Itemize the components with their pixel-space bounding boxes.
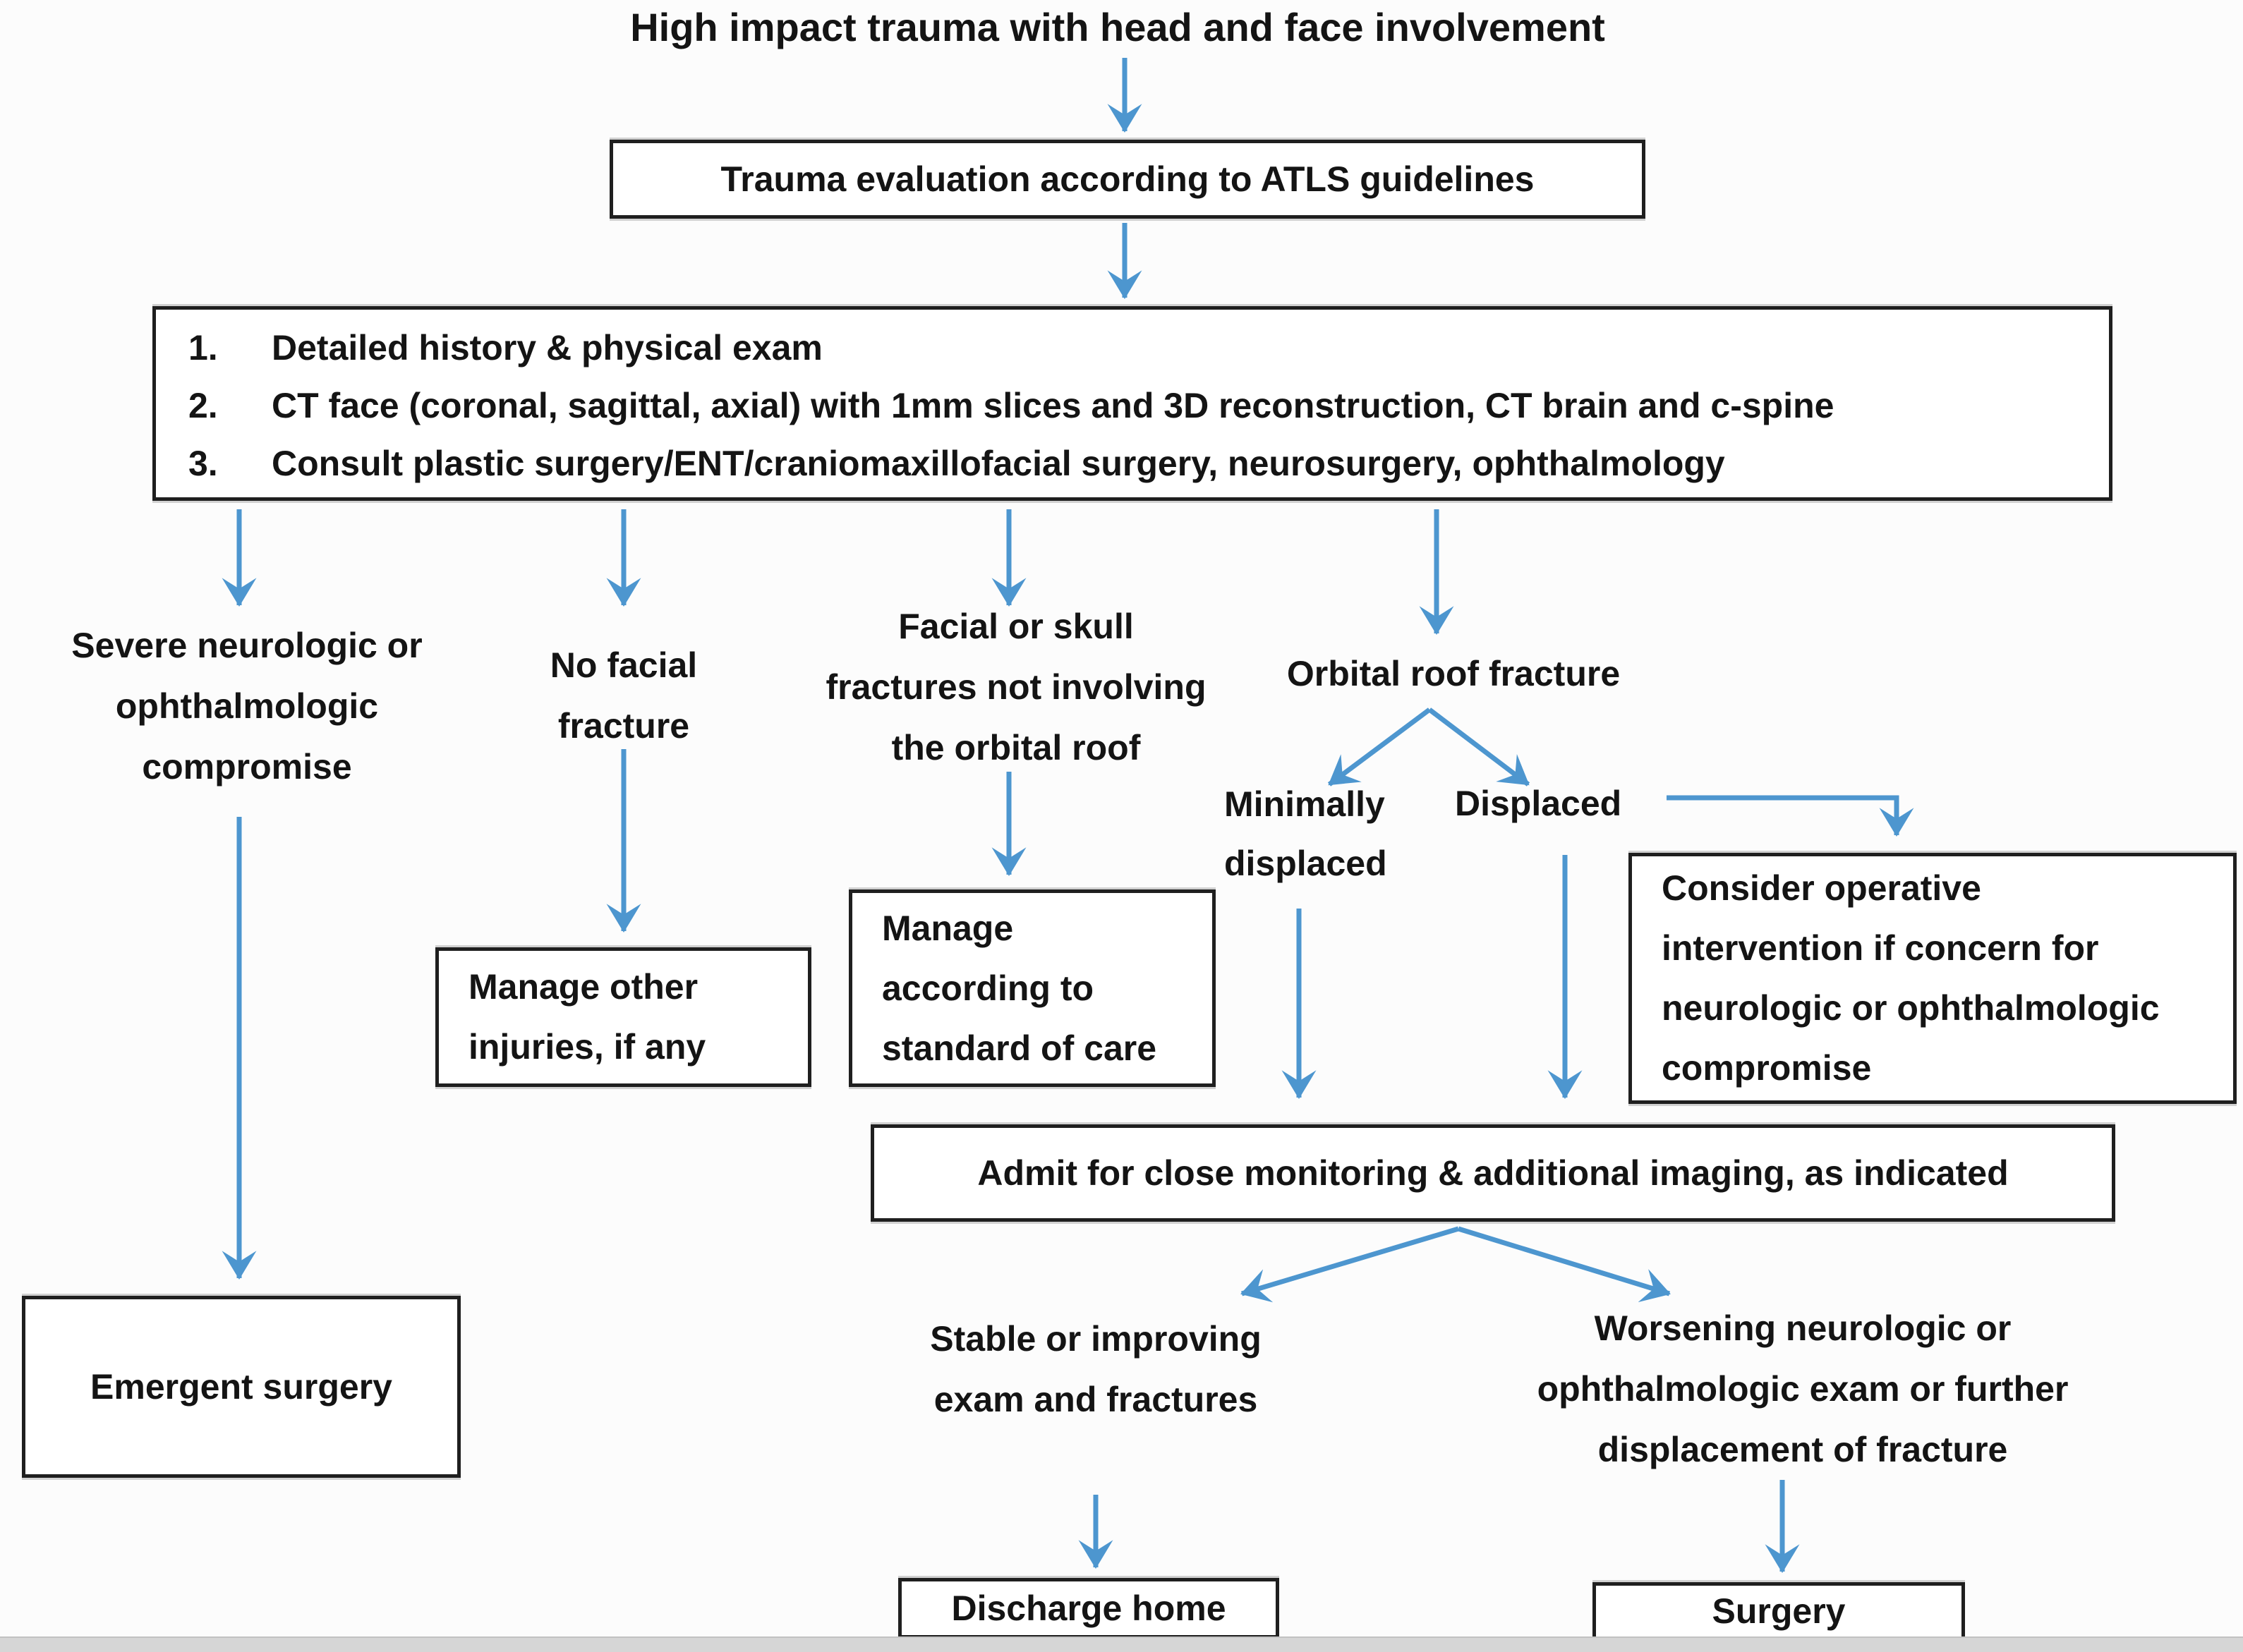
workup-item: 2. CT face (coronal, sagittal, axial) wi… bbox=[188, 377, 2081, 435]
workup-item-number: 1. bbox=[188, 328, 218, 368]
label-line: Stable or improving bbox=[930, 1319, 1262, 1359]
bottom-edge-strip bbox=[0, 1636, 2243, 1652]
node-surgery-label: Surgery bbox=[1712, 1591, 1846, 1631]
workup-item: 1. Detailed history & physical exam bbox=[188, 319, 2081, 377]
label-stable-improving: Stable or improving exam and fractures bbox=[870, 1308, 1322, 1430]
workup-item-text: Detailed history & physical exam bbox=[272, 328, 823, 368]
label-line: exam and fractures bbox=[933, 1380, 1258, 1419]
label-severe-compromise: Severe neurologic or ophthalmologic comp… bbox=[21, 615, 473, 797]
label-line: Severe neurologic or bbox=[71, 626, 423, 665]
label-worsening-exam: Worsening neurologic or ophthalmologic e… bbox=[1485, 1298, 2120, 1480]
node-workup: 1. Detailed history & physical exam 2. C… bbox=[152, 306, 2112, 501]
label-line: fractures not involving bbox=[826, 667, 1207, 707]
label-line: Facial or skull bbox=[898, 607, 1134, 646]
workup-item-number: 2. bbox=[188, 386, 218, 425]
node-line: Manage other bbox=[468, 967, 699, 1007]
node-emergent-surgery-label: Emergent surgery bbox=[90, 1366, 392, 1407]
workup-list: 1. Detailed history & physical exam 2. C… bbox=[156, 302, 2109, 505]
label-no-facial-fracture: No facial fracture bbox=[483, 635, 765, 756]
label-orbital-roof-fracture: Orbital roof fracture bbox=[1286, 654, 1621, 693]
node-line: compromise bbox=[1662, 1048, 1872, 1088]
node-admit-label: Admit for close monitoring & additional … bbox=[977, 1153, 2009, 1193]
workup-item-text: Consult plastic surgery/ENT/craniomaxill… bbox=[272, 444, 1725, 483]
node-line: neurologic or ophthalmologic bbox=[1662, 988, 2160, 1028]
label-minimally-displaced: Minimally displaced bbox=[1224, 775, 1520, 893]
node-line: Consider operative bbox=[1662, 868, 1981, 908]
label-line: ophthalmologic exam or further bbox=[1537, 1369, 2069, 1409]
node-discharge-home: Discharge home bbox=[898, 1578, 1279, 1639]
arrow-orbital-to-minimally bbox=[1327, 707, 1432, 786]
label-line: Minimally bbox=[1224, 784, 1385, 824]
arrow-admit-to-worsening bbox=[1457, 1226, 1671, 1303]
node-surgery: Surgery bbox=[1592, 1582, 1965, 1640]
label-line: compromise bbox=[142, 747, 352, 786]
label-line: fracture bbox=[557, 706, 690, 746]
node-atls: Trauma evaluation according to ATLS guid… bbox=[610, 140, 1645, 219]
label-displaced: Displaced bbox=[1455, 784, 1622, 823]
arrow-admit-to-stable bbox=[1240, 1226, 1460, 1303]
node-emergent-surgery: Emergent surgery bbox=[22, 1296, 461, 1478]
workup-item: 3. Consult plastic surgery/ENT/craniomax… bbox=[188, 435, 2081, 492]
workup-item-number: 3. bbox=[188, 444, 218, 483]
label-line: displaced bbox=[1224, 844, 1387, 883]
workup-item-text: CT face (coronal, sagittal, axial) with … bbox=[272, 386, 1834, 425]
label-line: Worsening neurologic or bbox=[1594, 1308, 2012, 1348]
node-line: standard of care bbox=[882, 1028, 1157, 1068]
label-facial-skull-fractures: Facial or skull fractures not involving … bbox=[790, 596, 1242, 778]
node-atls-label: Trauma evaluation according to ATLS guid… bbox=[720, 159, 1535, 199]
node-manage-other: Manage other injuries, if any bbox=[435, 947, 811, 1087]
node-discharge-home-label: Discharge home bbox=[951, 1588, 1226, 1628]
label-line: No facial bbox=[550, 645, 698, 685]
label-line: displacement of fracture bbox=[1597, 1430, 2008, 1469]
node-consider-operative: Consider operative intervention if conce… bbox=[1628, 853, 2237, 1104]
node-admit: Admit for close monitoring & additional … bbox=[871, 1124, 2115, 1222]
title-text: High impact trauma with head and face in… bbox=[630, 5, 1605, 49]
node-line: Manage bbox=[882, 908, 1014, 948]
node-manage-standard: Manage according to standard of care bbox=[849, 889, 1216, 1087]
node-line: injuries, if any bbox=[468, 1027, 706, 1067]
label-line: the orbital roof bbox=[891, 728, 1141, 767]
node-line: intervention if concern for bbox=[1662, 928, 2099, 968]
node-line: according to bbox=[882, 968, 1094, 1008]
label-line: ophthalmologic bbox=[115, 686, 379, 726]
